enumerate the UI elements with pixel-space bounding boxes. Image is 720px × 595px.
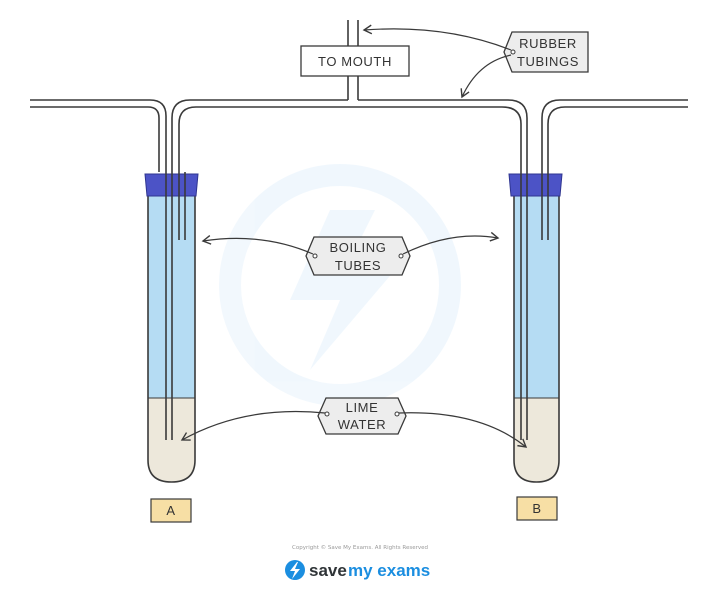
- svg-text:my exams: my exams: [348, 561, 430, 580]
- glass-tubes-b: [520, 172, 549, 440]
- svg-text:TO MOUTH: TO MOUTH: [318, 54, 392, 69]
- svg-text:TUBINGS: TUBINGS: [517, 54, 579, 69]
- glass-tubes-a: [165, 172, 186, 440]
- boiling-tube-b: [513, 188, 560, 483]
- svg-text:BOILING: BOILING: [330, 240, 387, 255]
- svg-text:RUBBER: RUBBER: [519, 36, 577, 51]
- svg-text:WATER: WATER: [338, 417, 387, 432]
- rubber-tubing: [30, 20, 688, 172]
- tube-a-label: A: [150, 498, 192, 523]
- rubber-tubings-arrows: [362, 24, 512, 99]
- svg-text:B: B: [532, 501, 541, 516]
- boiling-tubes-arrows: [201, 231, 500, 255]
- rubber-tubings-label: RUBBER TUBINGS: [503, 31, 589, 73]
- copyright-text: Copyright © Save My Exams. All Rights Re…: [292, 544, 428, 551]
- to-mouth-label: TO MOUTH: [300, 45, 410, 77]
- boiling-tubes-label: BOILING TUBES: [305, 236, 411, 276]
- lime-water-arrows: [180, 410, 528, 448]
- svg-text:A: A: [166, 503, 175, 518]
- brand-logo: save my exams: [285, 560, 430, 580]
- lime-water-label: LIME WATER: [317, 397, 407, 435]
- svg-text:LIME: LIME: [346, 400, 379, 415]
- watermark-logo: [219, 164, 461, 406]
- svg-text:save: save: [309, 561, 347, 580]
- svg-text:TUBES: TUBES: [335, 258, 381, 273]
- bung-b: [508, 173, 563, 197]
- tube-b-label: B: [516, 496, 558, 521]
